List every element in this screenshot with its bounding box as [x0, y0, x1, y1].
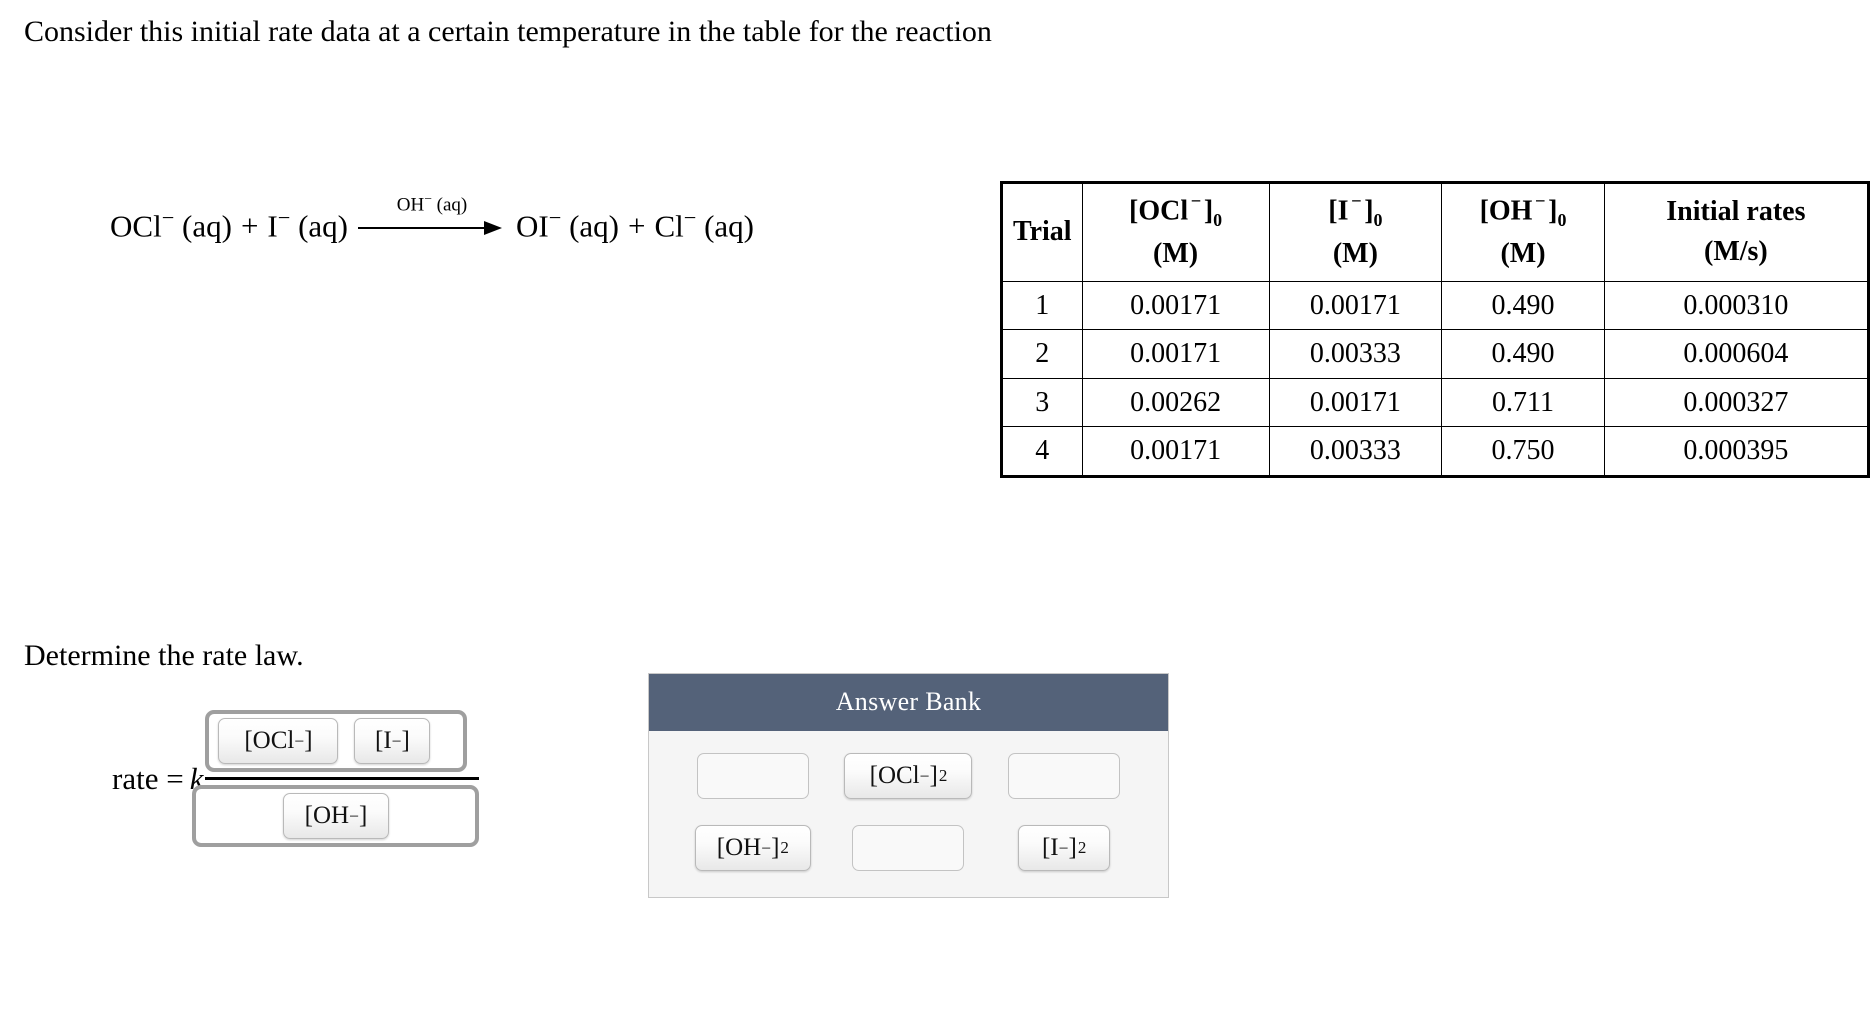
- table-header-row: Trial [OCl−]0 (M) [I−]0 (M) [OH−]0 (M) I…: [1001, 182, 1870, 282]
- cell-rate: 0.000395: [1603, 426, 1870, 477]
- charge-minus-icon: −: [1351, 190, 1362, 211]
- equation-product-2: Cl− (aq): [654, 205, 754, 244]
- bank-cell: [OCl−]2: [831, 753, 987, 799]
- answer-bank-grid: [OCl−]2 [OH−]2 [I−]2: [649, 731, 1168, 897]
- denominator-dropzone[interactable]: [OH−]: [192, 785, 480, 847]
- equation-reactant-2: I− (aq): [267, 205, 348, 244]
- cell-ocl: 0.00171: [1081, 280, 1270, 331]
- reaction-arrow: OH− (aq): [358, 191, 506, 236]
- equation-plus-1: +: [240, 208, 259, 244]
- charge-minus-icon: −: [761, 837, 772, 858]
- charge-minus-icon: −: [349, 805, 359, 826]
- answer-bank-tile-ocl-squared[interactable]: [OCl−]2: [844, 753, 973, 799]
- equation-product-1: OI− (aq): [516, 205, 619, 244]
- charge-minus-icon: −: [548, 205, 562, 230]
- cell-ocl: 0.00262: [1081, 377, 1270, 428]
- cell-trial: 3: [1001, 377, 1083, 428]
- table-row: 3 0.00262 0.00171 0.711 0.000327: [1001, 377, 1870, 428]
- tile-iodide-numerator[interactable]: [I−]: [354, 718, 431, 764]
- answer-bank-tile-iodide-squared[interactable]: [I−]2: [1018, 825, 1111, 871]
- arrow-shaft-icon: [358, 226, 490, 230]
- header-iodide-concentration: [I−]0 (M): [1268, 182, 1443, 282]
- header-initial-rates: Initial rates (M/s): [1603, 182, 1870, 282]
- rate-law-expression: rate =k [OCl−] [I−] [OH−]: [112, 710, 480, 847]
- rate-law-lead: rate =k: [112, 760, 204, 796]
- cell-rate: 0.000604: [1603, 329, 1870, 379]
- header-iodide-unit: (M): [1332, 237, 1378, 269]
- cell-iodide: 0.00333: [1268, 426, 1443, 477]
- cell-hydroxide: 0.490: [1441, 280, 1605, 331]
- cell-ocl: 0.00171: [1081, 426, 1270, 477]
- charge-minus-icon: −: [1190, 190, 1202, 211]
- header-hydroxide-unit: (M): [1500, 237, 1546, 269]
- cell-trial: 1: [1001, 280, 1083, 331]
- cell-hydroxide: 0.490: [1441, 329, 1605, 379]
- cell-iodide: 0.00333: [1268, 329, 1443, 379]
- cell-iodide: 0.00171: [1268, 280, 1443, 331]
- cell-hydroxide: 0.750: [1441, 426, 1605, 477]
- answer-bank-panel: Answer Bank [OCl−]2 [OH−]2 [I−]2: [648, 673, 1169, 898]
- cell-ocl: 0.00171: [1081, 329, 1270, 379]
- equation-reactant-1: OCl− (aq): [110, 205, 232, 244]
- arrow-catalyst-label: OH− (aq): [396, 191, 468, 216]
- table-row: 1 0.00171 0.00171 0.490 0.000310: [1001, 280, 1870, 331]
- bank-cell: [OH−]2: [675, 825, 831, 871]
- charge-minus-icon: −: [424, 191, 432, 206]
- page-prompt: Consider this initial rate data at a cer…: [24, 15, 992, 48]
- header-hydroxide-concentration: [OH−]0 (M): [1441, 182, 1605, 282]
- answer-bank-title: Answer Bank: [649, 674, 1168, 731]
- cell-iodide: 0.00171: [1268, 377, 1443, 428]
- charge-minus-icon: −: [391, 730, 402, 751]
- cell-rate: 0.000327: [1603, 377, 1870, 428]
- equation-plus-2: +: [627, 208, 646, 244]
- cell-hydroxide: 0.711: [1441, 377, 1605, 428]
- bank-cell: [986, 753, 1142, 799]
- header-trial: Trial: [1001, 182, 1083, 282]
- tile-ocl-numerator[interactable]: [OCl−]: [218, 718, 339, 764]
- charge-minus-icon: −: [277, 205, 291, 230]
- charge-minus-icon: −: [683, 205, 697, 230]
- header-ocl-concentration: [OCl−]0 (M): [1081, 182, 1270, 282]
- arrow-head-icon: [484, 221, 502, 236]
- answer-bank-empty-slot[interactable]: [1008, 753, 1121, 799]
- table-row: 4 0.00171 0.00333 0.750 0.000395: [1001, 426, 1870, 477]
- exponent: 2: [780, 838, 789, 857]
- chemical-equation: OCl− (aq) + I− (aq) OH− (aq) OI− (aq) + …: [110, 191, 754, 244]
- cell-trial: 4: [1001, 426, 1083, 477]
- numerator-dropzone[interactable]: [OCl−] [I−]: [205, 710, 468, 772]
- answer-bank-empty-slot[interactable]: [852, 825, 965, 871]
- charge-minus-icon: −: [294, 730, 305, 751]
- cell-rate: 0.000310: [1603, 280, 1870, 331]
- charge-minus-icon: −: [1535, 190, 1546, 211]
- exponent: 2: [1077, 838, 1087, 857]
- exponent: 2: [938, 766, 948, 785]
- charge-minus-icon: −: [919, 765, 930, 786]
- charge-minus-icon: −: [161, 205, 175, 230]
- bank-cell: [675, 753, 831, 799]
- determine-rate-law-prompt: Determine the rate law.: [24, 639, 304, 672]
- bank-cell: [831, 825, 987, 871]
- tile-hydroxide-denominator[interactable]: [OH−]: [282, 793, 389, 839]
- initial-rate-data-table: Trial [OCl−]0 (M) [I−]0 (M) [OH−]0 (M) I…: [1000, 181, 1870, 478]
- table-body: 1 0.00171 0.00171 0.490 0.000310 2 0.001…: [1001, 280, 1870, 477]
- cell-trial: 2: [1001, 329, 1083, 379]
- header-ocl-unit: (M): [1153, 237, 1199, 269]
- bank-cell: [I−]2: [986, 825, 1142, 871]
- charge-minus-icon: −: [1058, 837, 1069, 858]
- rate-law-fraction: [OCl−] [I−] [OH−]: [192, 710, 480, 847]
- table-row: 2 0.00171 0.00333 0.490 0.000604: [1001, 329, 1870, 379]
- header-rate-unit: (M/s): [1704, 236, 1768, 268]
- fraction-bar: [205, 777, 480, 780]
- answer-bank-empty-slot[interactable]: [696, 753, 809, 799]
- answer-bank-tile-hydroxide-squared[interactable]: [OH−]2: [694, 825, 811, 871]
